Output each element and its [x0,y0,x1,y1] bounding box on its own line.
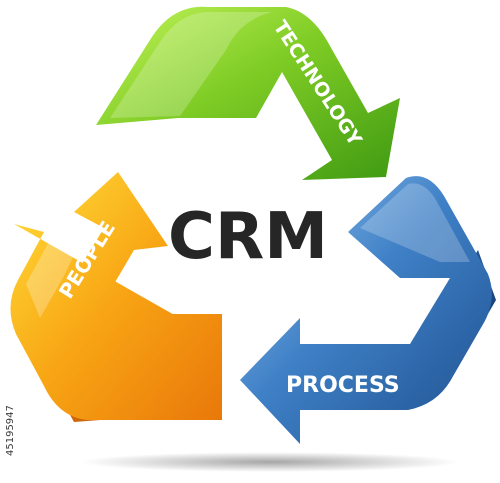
people-arrow: PEOPLE [10,172,223,422]
process-arrow-body [240,176,492,444]
ground-shadow [80,452,460,472]
technology-arrow-shine [110,12,272,118]
technology-arrow-body [96,6,400,181]
crm-center-label: CRM [168,200,328,274]
technology-arrow: TECHNOLOGY [96,6,400,181]
people-arrow-body [10,172,223,420]
process-arrow: PROCESS [240,176,496,444]
process-label: PROCESS [286,373,400,398]
side-id-text: 45195947 [5,405,16,456]
process-arrow-shine [360,183,470,262]
people-arrow-shine [26,222,90,318]
